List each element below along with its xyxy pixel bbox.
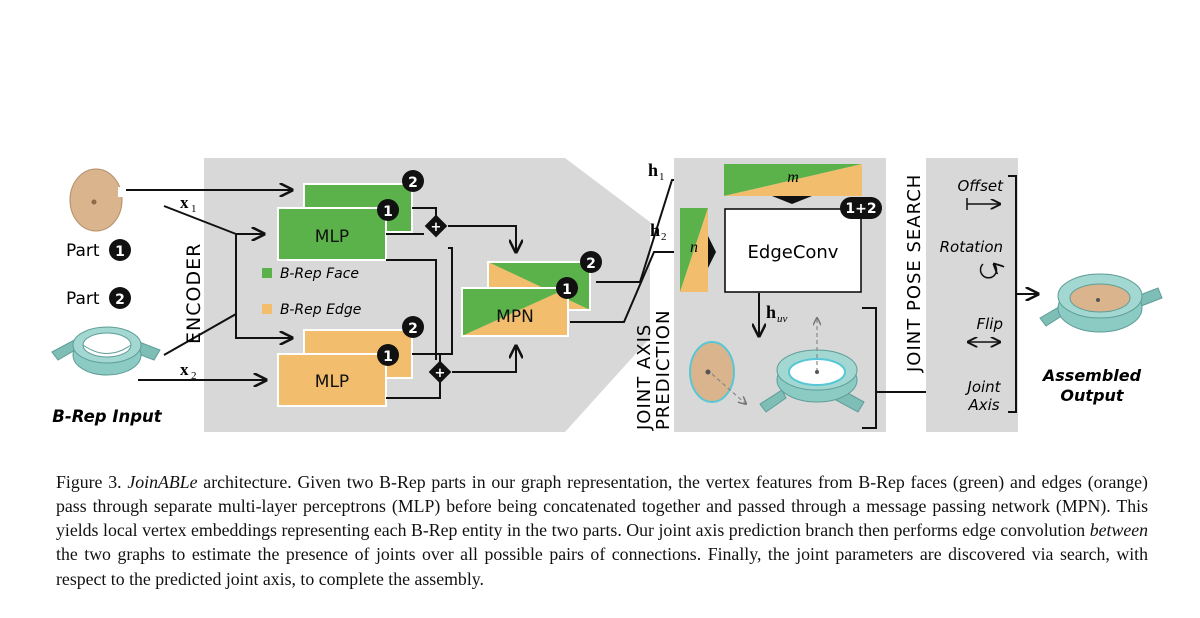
flip-label: Flip [977, 315, 1003, 333]
svg-text:+: + [431, 220, 442, 235]
part2-label: Part [66, 289, 100, 309]
svg-text:2: 2 [191, 370, 197, 382]
concat-connectors [386, 207, 516, 399]
joint-axis-title-line2: PREDICTION [653, 310, 674, 430]
caption-text-b: the two graphs to estimate the presence … [56, 544, 1148, 589]
mlp-bottom-badge-1: 1 [377, 344, 399, 366]
offset-icon [966, 198, 1000, 210]
joint-axis-label-line2: Axis [967, 396, 999, 414]
edgeconv-badge-12: 1+2 [840, 197, 882, 219]
svg-text:1: 1 [115, 244, 125, 260]
svg-text:MPN: MPN [496, 307, 534, 327]
svg-text:B-Rep Edge: B-Rep Edge [280, 302, 361, 318]
h1-label: h 1 [648, 160, 665, 183]
mlp-top-badge-2: 2 [402, 170, 424, 192]
part1-disc-icon [69, 168, 124, 232]
svg-text:2: 2 [408, 321, 418, 337]
encoder-title: ENCODER [183, 243, 205, 344]
architecture-figure: Part 1 Part 2 B-Rep Input x 1 x 2 ENCODE… [51, 158, 1163, 432]
svg-text:B-Rep Face: B-Rep Face [280, 266, 359, 282]
svg-text:1: 1 [383, 204, 393, 220]
assembled-output-line2: Output [1060, 386, 1124, 405]
edgeconv-block: EdgeConv [724, 208, 862, 293]
svg-text:+: + [435, 366, 446, 381]
joint-axis-title-line1: JOINT AXIS [634, 324, 655, 431]
svg-text:2: 2 [586, 256, 596, 272]
svg-text:x: x [180, 360, 189, 379]
svg-text:n: n [690, 239, 698, 256]
mpn-badge-2: 2 [580, 251, 602, 273]
assembled-output-line1: Assembled [1041, 366, 1142, 385]
part2-badge: 2 [109, 287, 131, 309]
legend-edge: B-Rep Edge [262, 302, 361, 318]
svg-text:1: 1 [191, 203, 197, 215]
svg-text:2: 2 [115, 292, 125, 308]
huv-label: h uv [766, 302, 788, 325]
figure-caption: Figure 3. JoinABLe architecture. Given t… [56, 470, 1148, 591]
svg-text:x: x [180, 193, 189, 212]
offset-label: Offset [957, 177, 1004, 195]
caption-label: Figure 3. [56, 471, 122, 492]
rotation-label: Rotation [940, 238, 1003, 256]
rotation-icon [979, 264, 997, 279]
n-matrix: n [680, 208, 716, 292]
svg-text:1: 1 [562, 282, 572, 298]
m-matrix: m [724, 164, 862, 204]
x1-label: x 1 [180, 193, 197, 215]
assembled-output-icon [1039, 273, 1163, 333]
pose-bracket [1008, 175, 1038, 413]
svg-text:1+2: 1+2 [845, 201, 876, 217]
svg-text:uv: uv [777, 313, 788, 325]
joint-axis-label-line1: Joint [964, 378, 1001, 396]
brep-input-label: B-Rep Input [52, 407, 162, 426]
mlp-bottom-badge-2: 2 [402, 316, 424, 338]
mpn-badge-1: 1 [556, 277, 578, 299]
x2-label: x 2 [180, 360, 197, 382]
svg-text:h: h [766, 302, 776, 322]
predicted-disc-icon [689, 341, 746, 404]
joint-pose-title: JOINT POSE SEARCH [904, 174, 925, 373]
svg-text:h: h [650, 220, 660, 240]
mlp-top-badge-1: 1 [377, 199, 399, 221]
caption-emphasis: between [1089, 520, 1148, 541]
input-arrows [126, 190, 292, 380]
predicted-ring-icon [759, 318, 865, 413]
concat-plus-icon-bottom: + [428, 360, 452, 384]
svg-text:h: h [648, 160, 658, 180]
caption-text-a: architecture. Given two B-Rep parts in o… [56, 471, 1148, 541]
svg-text:EdgeConv: EdgeConv [748, 242, 839, 263]
svg-text:MLP: MLP [315, 227, 349, 247]
caption-model-name: JoinABLe [127, 471, 198, 492]
part2-ring-icon [51, 326, 161, 376]
svg-text:m: m [787, 169, 799, 186]
part1-badge: 1 [109, 239, 131, 261]
svg-text:1: 1 [659, 171, 665, 183]
svg-text:1: 1 [383, 349, 393, 365]
svg-text:MLP: MLP [315, 372, 349, 392]
svg-text:2: 2 [661, 231, 667, 243]
svg-text:2: 2 [408, 175, 418, 191]
h2-label: h 2 [650, 220, 667, 243]
part1-label: Part [66, 241, 100, 261]
legend-face: B-Rep Face [262, 266, 359, 282]
